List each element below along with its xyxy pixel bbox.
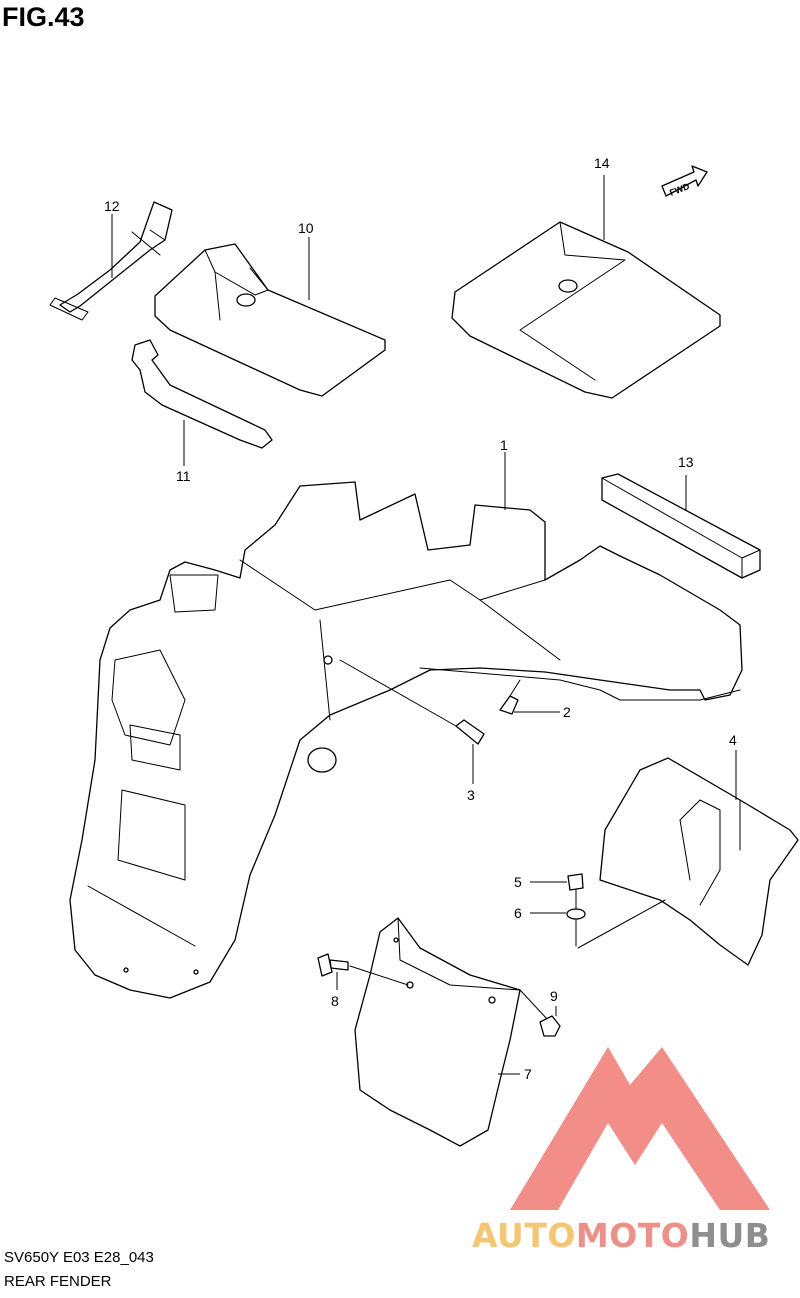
callout-9: 9 bbox=[550, 988, 558, 1004]
figure-code: SV650Y E03 E28_043 bbox=[4, 1249, 154, 1266]
figure-title: FIG.43 bbox=[2, 2, 85, 32]
callout-4: 4 bbox=[729, 732, 737, 748]
callout-6: 6 bbox=[514, 905, 522, 921]
automotohub-logo bbox=[510, 1047, 770, 1210]
callout-8: 8 bbox=[331, 993, 339, 1009]
wordmark-auto: AUTO bbox=[472, 1216, 576, 1255]
callout-7: 7 bbox=[524, 1066, 532, 1082]
wordmark-moto: MOTO bbox=[575, 1216, 690, 1255]
part-3-bolt bbox=[339, 659, 485, 745]
callout-10: 10 bbox=[298, 220, 314, 236]
callout-3: 3 bbox=[467, 787, 475, 803]
part-13-foam-block bbox=[601, 473, 761, 579]
wordmark-hub: HUB bbox=[689, 1216, 771, 1255]
part-7-mudguard-flap bbox=[354, 917, 549, 1147]
part-14-document-pouch bbox=[451, 221, 721, 399]
part-4-splash-guard bbox=[577, 757, 799, 966]
callout-2: 2 bbox=[563, 704, 571, 720]
callout-5: 5 bbox=[514, 874, 522, 890]
part-9-nut bbox=[539, 1015, 561, 1037]
automotohub-wordmark: AUTOMOTOHUB bbox=[472, 1216, 770, 1255]
fwd-arrow-icon: FWD bbox=[661, 165, 708, 198]
part-11-spanner bbox=[131, 339, 273, 449]
callout-14: 14 bbox=[594, 155, 610, 171]
callout-1: 1 bbox=[500, 437, 508, 453]
part-12-strap bbox=[49, 201, 173, 321]
part-10-tool-bag bbox=[154, 243, 386, 397]
part-5-bolt bbox=[567, 873, 584, 911]
part-2-screw bbox=[499, 679, 521, 715]
figure-name: REAR FENDER bbox=[4, 1273, 112, 1290]
callout-12: 12 bbox=[104, 198, 120, 214]
part-6-washer bbox=[566, 908, 586, 947]
callout-13: 13 bbox=[678, 454, 694, 470]
part-8-screw bbox=[317, 953, 409, 986]
part-1-rear-fender bbox=[69, 481, 743, 999]
callout-11: 11 bbox=[176, 468, 191, 484]
